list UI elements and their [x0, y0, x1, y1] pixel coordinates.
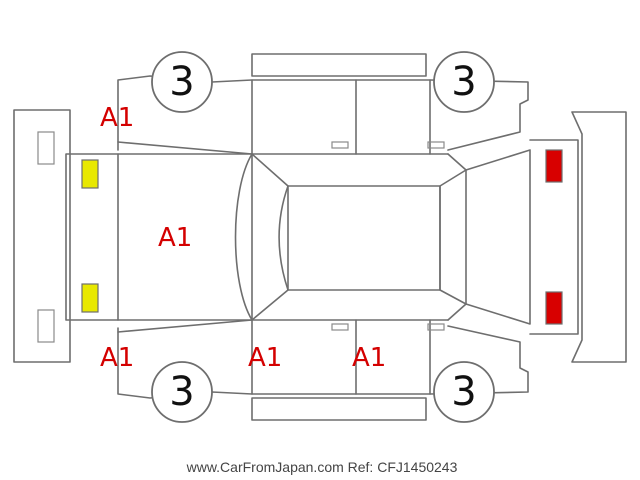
damage-mark-hood: A1: [158, 223, 192, 253]
left-side-roof-rail: [251, 53, 427, 77]
right-taillight: [545, 291, 563, 325]
rear-right-tire: 3: [433, 361, 495, 423]
right-headlight: [81, 283, 99, 313]
left-side-panel: [117, 75, 529, 155]
front-right-tire: 3: [151, 361, 213, 423]
damage-mark-right-front-door: A1: [248, 343, 282, 373]
left-headlight: [81, 159, 99, 189]
right-side-panel: [117, 319, 529, 399]
right-side-roof-rail: [251, 397, 427, 421]
car-body-top-view: [65, 139, 579, 335]
damage-mark-right-rear-door: A1: [352, 343, 386, 373]
rear-right-tire-grade: 3: [451, 369, 476, 415]
front-left-tire-grade: 3: [169, 59, 194, 105]
watermark-text: www.CarFromJapan.com Ref: CFJ1450243: [186, 459, 458, 475]
rear-left-tire-grade: 3: [451, 59, 476, 105]
left-taillight: [545, 149, 563, 183]
damage-mark-front-left-fender: A1: [100, 103, 134, 133]
front-left-tire: 3: [151, 51, 213, 113]
damage-mark-front-right-fender: A1: [100, 343, 134, 373]
rear-bumper: [571, 111, 627, 363]
front-bumper: [13, 109, 71, 363]
front-right-tire-grade: 3: [169, 369, 194, 415]
rear-left-tire: 3: [433, 51, 495, 113]
